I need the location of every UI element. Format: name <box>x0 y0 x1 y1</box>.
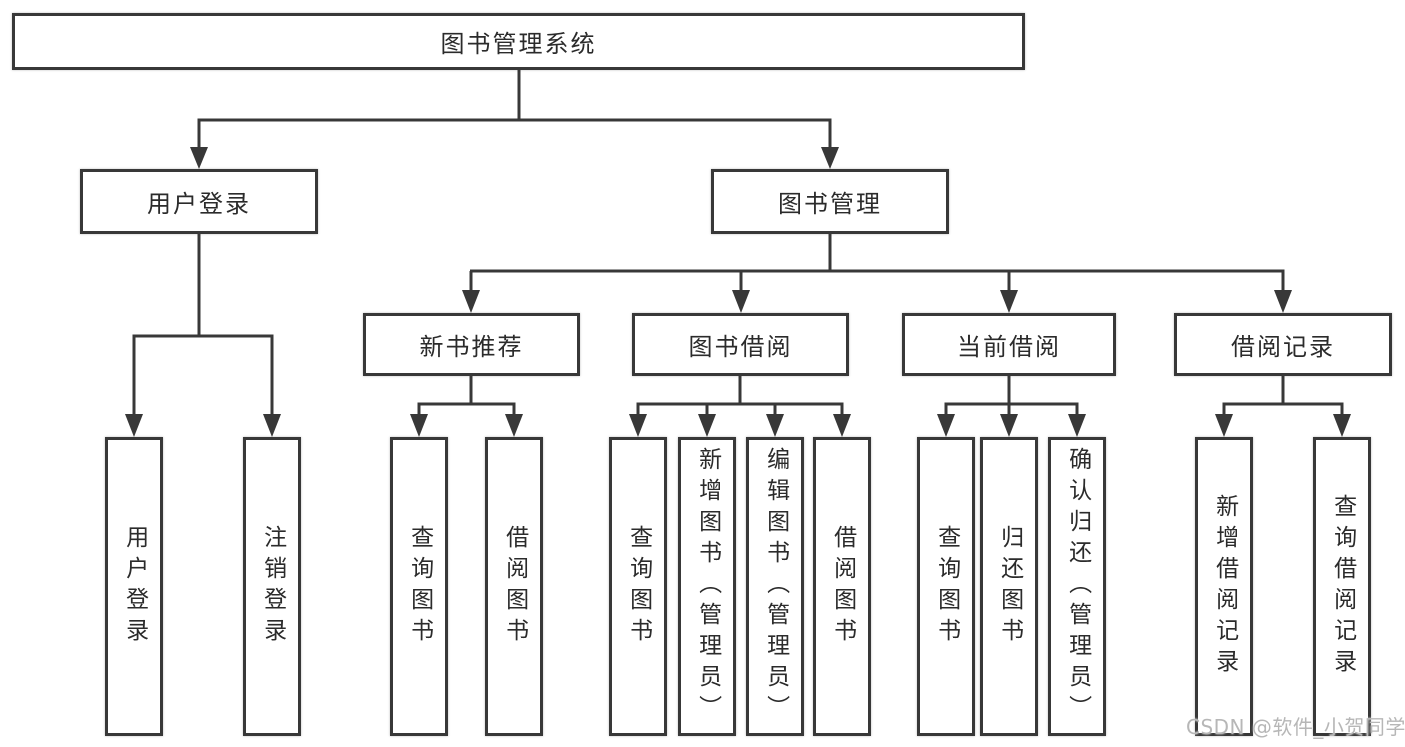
node-new-book-recommend: 新书推荐 <box>363 313 580 376</box>
leaf-borrow-books-recommend: 借阅图书 <box>485 437 543 736</box>
node-current-borrowing-label: 当前借阅 <box>957 333 1061 361</box>
leaf-add-books-admin-label: 新增图书（管理员） <box>694 447 721 726</box>
node-borrowing-records-label: 借阅记录 <box>1231 333 1335 361</box>
leaf-edit-books-admin-label: 编辑图书（管理员） <box>762 447 789 726</box>
leaf-logout: 注销登录 <box>243 437 301 736</box>
leaf-edit-books-admin: 编辑图书（管理员） <box>746 437 804 736</box>
leaf-query-books-current: 查询图书 <box>917 437 975 736</box>
leaf-query-books-recommend-label: 查询图书 <box>406 524 433 649</box>
node-book-management-label: 图书管理 <box>778 190 882 218</box>
leaf-borrow-books-borrowing: 借阅图书 <box>813 437 871 736</box>
leaf-query-books-current-label: 查询图书 <box>933 524 960 649</box>
leaf-add-borrow-record: 新增借阅记录 <box>1195 437 1253 736</box>
node-book-management: 图书管理 <box>711 169 949 234</box>
node-current-borrowing: 当前借阅 <box>902 313 1116 376</box>
csdn-watermark: CSDN @软件_小贺同学 <box>1186 715 1405 739</box>
node-user-login-label: 用户登录 <box>147 190 251 218</box>
node-book-borrowing-label: 图书借阅 <box>688 333 793 361</box>
node-new-book-recommend-label: 新书推荐 <box>419 333 524 361</box>
leaf-add-books-admin: 新增图书（管理员） <box>678 437 736 736</box>
node-user-login: 用户登录 <box>80 169 318 234</box>
leaf-query-borrow-record-label: 查询借阅记录 <box>1329 493 1356 680</box>
node-book-borrowing: 图书借阅 <box>632 313 849 376</box>
leaf-user-login: 用户登录 <box>105 437 163 736</box>
leaf-query-borrow-record: 查询借阅记录 <box>1313 437 1371 736</box>
leaf-return-books: 归还图书 <box>980 437 1038 736</box>
leaf-confirm-return-admin-label: 确认归还（管理员） <box>1064 447 1091 726</box>
node-root: 图书管理系统 <box>12 13 1025 70</box>
leaf-return-books-label: 归还图书 <box>996 524 1023 649</box>
leaf-query-books-borrowing-label: 查询图书 <box>625 524 652 649</box>
leaf-query-books-borrowing: 查询图书 <box>609 437 667 736</box>
leaf-user-login-label: 用户登录 <box>121 524 148 649</box>
leaf-confirm-return-admin: 确认归还（管理员） <box>1048 437 1106 736</box>
leaf-borrow-books-borrowing-label: 借阅图书 <box>829 524 856 649</box>
leaf-borrow-books-recommend-label: 借阅图书 <box>501 524 528 649</box>
leaf-logout-label: 注销登录 <box>259 524 286 649</box>
node-borrowing-records: 借阅记录 <box>1174 313 1392 376</box>
leaf-query-books-recommend: 查询图书 <box>390 437 448 736</box>
leaf-add-borrow-record-label: 新增借阅记录 <box>1211 493 1238 680</box>
arrowheads <box>125 147 1351 437</box>
node-root-label: 图书管理系统 <box>440 30 597 58</box>
